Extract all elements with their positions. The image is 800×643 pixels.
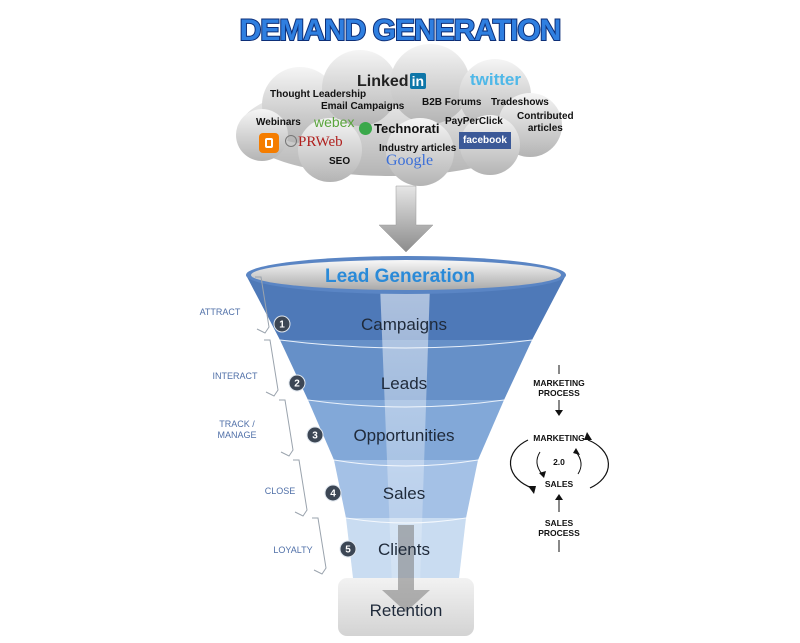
payperclick-label: PayPerClick (445, 116, 503, 127)
marketing-label: MARKETING (533, 433, 585, 443)
stage-side-label-2-1: INTERACT (213, 371, 259, 381)
thought-leadership-label: Thought Leadership (270, 89, 367, 100)
stage-number-badge-3 (306, 426, 324, 444)
stage-side-label-5-1: LOYALTY (273, 545, 312, 555)
stage-side-label-1-1: ATTRACT (200, 307, 241, 317)
facebook-logo: facebook (459, 132, 511, 149)
stage-side-label-4-1: CLOSE (265, 486, 296, 496)
twitter-logo: twitter (470, 70, 521, 89)
sales-process-label-1: SALES (545, 518, 574, 528)
contributed-articles-label: Contributed articles (517, 111, 574, 135)
lead-generation-label: Lead Generation (325, 266, 475, 287)
stage-number-badge-5 (339, 540, 357, 558)
prweb-icon (285, 135, 297, 147)
stage-chevron-3 (279, 399, 294, 457)
technorati-logo-text: Technorati (374, 121, 440, 136)
cloud-to-funnel-arrow (378, 185, 434, 253)
webex-logo: webex (314, 114, 355, 130)
seo-label: SEO (329, 156, 351, 167)
stage-number-badge-4 (324, 484, 342, 502)
webinars-label: Webinars (256, 117, 301, 128)
stage-number-3: 3 (312, 431, 318, 442)
google-logo-text: Google (386, 152, 434, 169)
stage-number-2: 2 (294, 379, 300, 390)
diagram-title: DEMAND GENERATION (239, 13, 563, 48)
email-campaigns-label: Email Campaigns (321, 101, 405, 112)
stage-number-1: 1 (279, 320, 285, 331)
marketing-process-label-2: PROCESS (538, 388, 580, 398)
prweb-logo-text: PRWeb (298, 134, 343, 150)
stage-side-label-3-2: MANAGE (217, 430, 256, 440)
prweb-logo: PRWeb (285, 134, 343, 151)
stage-number-4: 4 (330, 489, 336, 500)
industry-articles-label: Industry articles (379, 143, 457, 154)
stage-chevron-4 (293, 459, 308, 517)
funnel-through-arrow (382, 525, 430, 612)
stage-chevron-1 (255, 276, 270, 334)
b2b-forums-label: B2B Forums (422, 97, 482, 108)
stage-label-opportunities: Opportunities (353, 426, 454, 445)
linkedin-logo-box: in (409, 73, 427, 89)
stage-number-badge-1 (273, 315, 291, 333)
stage-label-campaigns: Campaigns (361, 315, 447, 334)
stage-label-sales: Sales (383, 484, 426, 503)
stage-chevron-2 (264, 339, 279, 397)
sales-process-label-2: PROCESS (538, 528, 580, 538)
tradeshows-label: Tradeshows (491, 97, 549, 108)
linkedin-logo-text: Linked (357, 73, 409, 90)
stage-chevron-5 (312, 517, 327, 575)
channels-cloud (236, 44, 562, 186)
stage-label-clients: Clients (378, 540, 430, 559)
stage-label-leads: Leads (381, 374, 427, 393)
stage-number-5: 5 (345, 545, 351, 556)
marketing-process-label-1: MARKETING (533, 378, 585, 388)
stage-side-label-3-1: TRACK / (219, 419, 255, 429)
google-logo: Google (386, 152, 433, 170)
version-label: 2.0 (553, 457, 565, 467)
technorati-icon (359, 122, 372, 135)
retention-label: Retention (370, 601, 443, 620)
contributed-articles-line-1: Contributed (517, 111, 574, 122)
blogger-icon (259, 133, 279, 153)
contributed-articles-line-2: articles (527, 123, 563, 134)
stage-number-badge-2 (288, 374, 306, 392)
sales-label: SALES (545, 479, 574, 489)
process-diagram: MARKETING PROCESS MARKETING 2.0 SALES SA… (509, 365, 610, 552)
technorati-logo: Technorati (359, 121, 440, 136)
funnel (246, 256, 566, 636)
